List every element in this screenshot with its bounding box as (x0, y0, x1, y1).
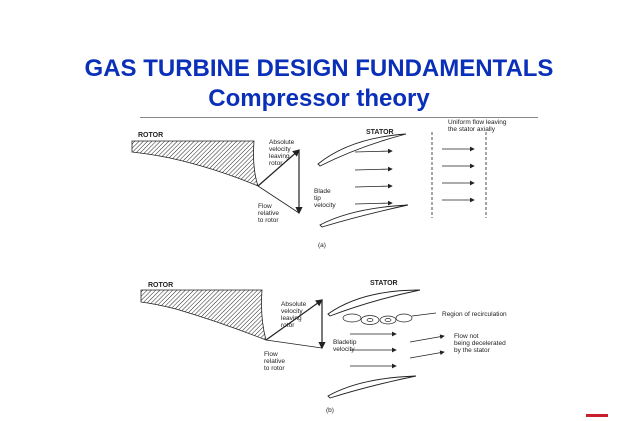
caption-a: (a) (318, 242, 326, 249)
flow-relative-label-a-1: Flow (258, 203, 272, 210)
not-decelerated-label-1: Flow not (454, 333, 479, 340)
blade-tip-label-a-2: tip (314, 195, 321, 202)
flow-relative-label-b-1: Flow (264, 351, 278, 358)
not-decelerated-label-3: by the stator (454, 347, 491, 354)
stator-blade-b-bottom (327, 375, 417, 399)
relative-flow-line-b (265, 339, 323, 349)
slide-title: GAS TURBINE DESIGN FUNDAMENTALS (84, 55, 554, 82)
abs-velocity-label-a-1: Absolute (269, 139, 295, 146)
title-divider (140, 117, 538, 118)
stator-blade-b-top (327, 289, 421, 317)
flow-relative-label-b-2: relative (264, 358, 285, 365)
rotor-blade-a (131, 140, 259, 187)
recirculation-eddies (342, 313, 413, 325)
abs-velocity-label-b-4: rotor (281, 322, 295, 329)
uniform-flow-label-a-1: Uniform flow leaving (448, 119, 507, 126)
abs-velocity-label-a-3: leaving (269, 153, 290, 160)
rotor-blade-b (140, 289, 267, 341)
slide-accent-mark (586, 414, 608, 417)
stator-label-b: STATOR (370, 280, 398, 287)
recirculation-label: Region of recirculation (442, 311, 507, 318)
rotor-label-a: ROTOR (138, 132, 163, 139)
rotor-label-b: ROTOR (148, 282, 173, 289)
bladetip-label-b-1: Bladetip (333, 339, 357, 346)
abs-velocity-label-a-4: rotor (269, 160, 283, 167)
outflow-arrow-b (409, 334, 445, 343)
caption-b: (b) (326, 407, 334, 414)
diagram-b: ROTOR STATOR Absolute velocity leaving r… (140, 280, 507, 414)
abs-velocity-label-b-2: velocity (281, 308, 303, 315)
blade-tip-label-a-3: velocity (314, 202, 336, 209)
recirculation-pointer (411, 312, 437, 317)
flow-relative-label-a-3: to rotor (258, 217, 279, 224)
diagram-a: ROTOR STATOR Absolute velocity leaving r… (131, 119, 507, 249)
absolute-velocity-arrow-b (265, 299, 323, 341)
stator-blade-a-top (317, 133, 407, 167)
bladetip-label-b-2: velocity (333, 346, 355, 353)
slide-subtitle: Compressor theory (208, 85, 430, 112)
stator-flow-arrow-a (354, 200, 393, 206)
flow-relative-label-a-2: relative (258, 210, 279, 217)
stator-label-a: STATOR (366, 129, 394, 136)
uniform-flow-label-a-2: the stator axially (448, 126, 496, 133)
blade-tip-label-a-1: Blade (314, 188, 331, 195)
flow-relative-label-b-3: to rotor (264, 365, 285, 372)
absolute-velocity-arrow-a (257, 149, 300, 187)
not-decelerated-label-2: being decelerated (454, 340, 506, 347)
stator-flow-arrow-a (354, 183, 393, 189)
abs-velocity-label-b-1: Absolute (281, 301, 307, 308)
stator-flow-arrow-a (354, 148, 393, 154)
abs-velocity-label-b-3: leaving (281, 315, 302, 322)
stator-flow-arrow-a (354, 166, 393, 172)
relative-flow-line-a (257, 185, 300, 214)
abs-velocity-label-a-2: velocity (269, 146, 291, 153)
stator-blade-a-bottom (319, 204, 409, 228)
outflow-arrow-b (409, 350, 445, 359)
